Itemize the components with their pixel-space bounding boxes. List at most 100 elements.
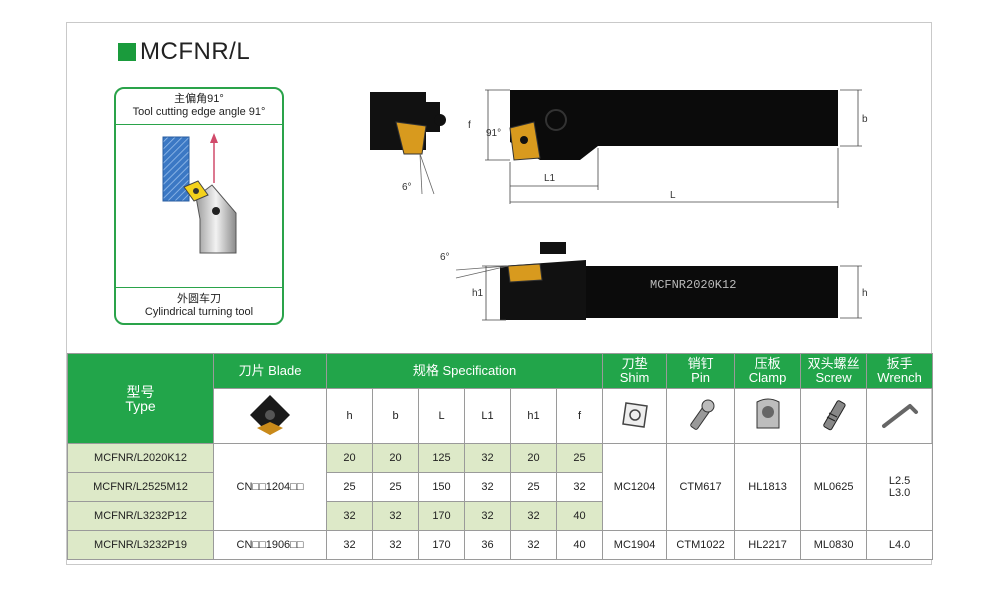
clamp-code-2: HL2217 (734, 530, 802, 560)
pin-code-2: CTM1022 (666, 530, 736, 560)
cell-f: 32 (555, 472, 604, 502)
angle-91: 91° (486, 128, 501, 139)
row-type: MCFNR/L3232P12 (67, 501, 214, 531)
cell-L: 170 (418, 501, 465, 531)
wrench-size-a: L2.5 (888, 475, 911, 487)
dim-L: L (670, 190, 676, 201)
screw-image-cell (800, 388, 868, 444)
screw-icon (822, 399, 846, 430)
angle-box-header: 主偏角91° Tool cutting edge angle 91° (116, 89, 282, 125)
table-row: MCFNR/L2020K12 CN□□1204□□ 20 20 125 32 2… (67, 443, 934, 531)
row-type: MCFNR/L3232P19 (67, 530, 214, 560)
insert-icon (250, 394, 290, 435)
cell-L: 170 (418, 530, 465, 560)
cell-L: 125 (418, 443, 465, 473)
type-header: 型号 Type (67, 353, 214, 444)
table-row: MCFNR/L3232P19 CN□□1906□□ 32 32 170 36 3… (67, 530, 934, 560)
shim-code-1: MC1204 (602, 443, 668, 531)
pin-code-1: CTM617 (666, 443, 736, 531)
screw-code-1: ML0625 (800, 443, 868, 531)
catalog-frame (66, 22, 932, 565)
row-type: MCFNR/L2525M12 (67, 472, 214, 502)
cell-b: 32 (372, 501, 419, 531)
screw-header-en: Screw (815, 370, 852, 385)
wrench-code-2: L4.0 (866, 530, 934, 560)
screw-header-cn: 双头螺丝 (807, 356, 860, 371)
row-type: MCFNR/L2020K12 (67, 443, 214, 473)
cell-h: 32 (326, 501, 373, 531)
angle-box-footer: 外圆车刀 Cylindrical turning tool (116, 287, 282, 323)
clamp-code-1: HL1813 (734, 443, 802, 531)
blade-code-2: CN□□1906□□ (213, 530, 327, 560)
clamp-image-cell (734, 388, 802, 444)
cell-L: 150 (418, 472, 465, 502)
screw-code-2: ML0830 (800, 530, 868, 560)
cell-h1: 32 (510, 530, 557, 560)
spec-col-b: b (372, 388, 419, 444)
holder-engraving: MCFNR2020K12 (650, 278, 736, 292)
table-row: MCFNR/L3232P12 32 32 170 32 32 40 (67, 501, 933, 531)
side-view: MCFNR2020K12 6° h1 h (440, 242, 868, 321)
icon-row: h b L L1 h1 f (68, 388, 934, 444)
top-view: f 91° b L1 L (468, 89, 868, 208)
side-view-insert (507, 263, 543, 283)
dim-h1: h1 (472, 288, 484, 299)
pin-icon (689, 399, 715, 430)
cell-h: 25 (326, 472, 373, 502)
cell-L1: 36 (464, 530, 511, 560)
spec-col-h: h (326, 388, 373, 444)
cell-h1: 25 (510, 472, 557, 502)
cell-h1: 20 (510, 443, 557, 473)
spec-col-L: L (418, 388, 465, 444)
tool-type-cn: 外圆车刀 (177, 293, 221, 305)
shim-image-cell (602, 388, 668, 444)
dim-f: f (468, 120, 471, 131)
clamp-icon (756, 398, 780, 428)
cell-h1: 32 (510, 501, 557, 531)
type-header-en: Type (125, 397, 156, 414)
cutting-angle-box: 主偏角91° Tool cutting edge angle 91° 外圆车刀 … (114, 87, 284, 325)
angle-6-bottom: 6° (440, 252, 450, 263)
spec-col-h1: h1 (510, 388, 557, 444)
shim-header-en: Shim (619, 370, 650, 385)
wrench-size-b: L3.0 (888, 487, 911, 499)
shim-header-cn: 刀垫 (621, 356, 648, 371)
cell-f: 40 (555, 501, 604, 531)
pin-header-cn: 销钉 (687, 356, 714, 371)
wrench-header-cn: 扳手 (886, 356, 913, 371)
spec-col-f: f (555, 388, 604, 444)
workpiece (162, 136, 190, 202)
end-view-insert (395, 121, 427, 155)
blade-image-cell (213, 388, 327, 444)
tool-holder-shape (195, 184, 237, 254)
table-row: MCFNR/L2525M12 25 25 150 32 25 32 (67, 472, 933, 502)
pin-header-en: Pin (691, 370, 710, 385)
wrench-code-1: L2.5 L3.0 (866, 443, 934, 531)
cell-h: 20 (326, 443, 373, 473)
cell-f: 40 (555, 530, 604, 560)
page-title: MCFNR/L (140, 38, 251, 65)
title-marker (118, 43, 136, 61)
technical-drawing: 6° f 91° b L1 L MCFNR2020K12 6° (370, 89, 868, 321)
turning-illustration (162, 133, 237, 254)
clamp-header-en: Clamp (748, 370, 787, 385)
spec-header: 规格 Specification (325, 353, 604, 389)
spec-col-L1: L1 (464, 388, 511, 444)
cell-L1: 32 (464, 472, 511, 502)
cell-b: 25 (372, 472, 419, 502)
shim-icon (621, 401, 648, 428)
cell-L1: 32 (464, 443, 511, 473)
cell-h: 32 (326, 530, 373, 560)
wrench-icon (881, 403, 918, 428)
cell-b: 20 (372, 443, 419, 473)
cell-f: 25 (555, 443, 604, 473)
angle-label-en: Tool cutting edge angle 91° (132, 106, 266, 118)
wrench-header-en: Wrench (877, 370, 922, 385)
dim-b: b (862, 114, 868, 125)
tool-type-en: Cylindrical turning tool (144, 306, 254, 318)
